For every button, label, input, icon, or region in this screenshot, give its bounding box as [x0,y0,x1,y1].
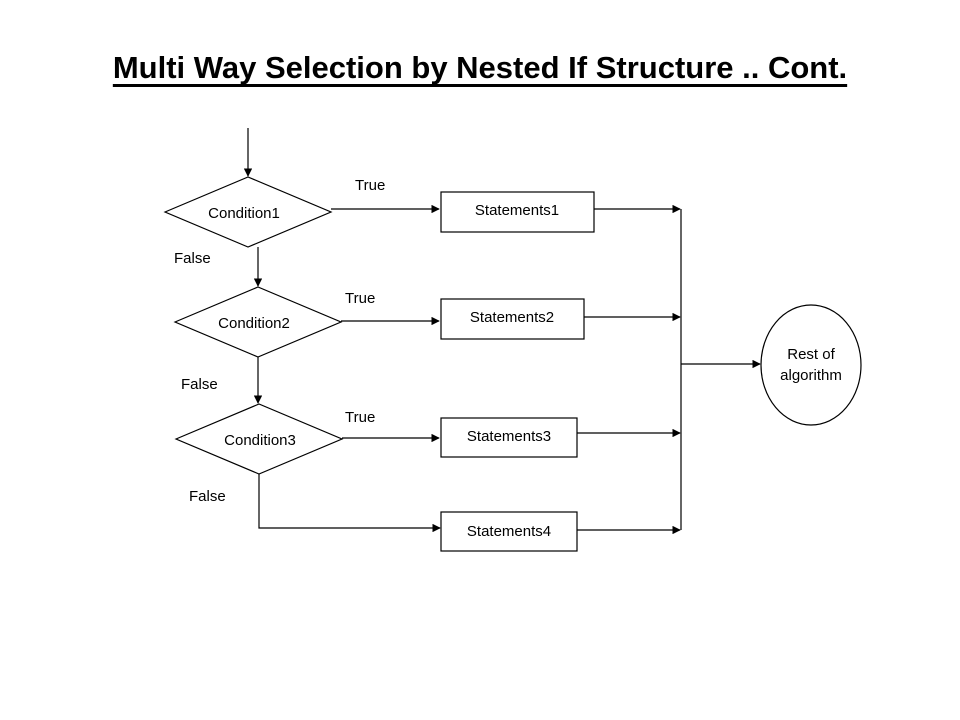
slide-title-text: Multi Way Selection by Nested If Structu… [112,50,848,85]
true-label-1: True [355,177,385,194]
false-label-2: False [181,376,218,393]
false-label-1: False [174,250,211,267]
statements4-box [440,511,578,552]
true-label-3: True [345,409,375,426]
statements1-box [440,191,595,233]
false-label-3: False [189,488,226,505]
condition1-diamond [163,176,333,248]
condition1-label: Condition1 [208,205,280,222]
end-label-line2: algorithm [780,367,842,384]
false-arrow-3 [258,474,441,533]
slide-title: Multi Way Selection by Nested If Structu… [0,50,960,86]
end-label-line1: Rest of [787,346,835,363]
statements3-label: Statements3 [467,428,551,445]
condition2-label: Condition2 [218,315,290,332]
statements4-label: Statements4 [467,523,551,540]
statements1-label: Statements1 [475,202,559,219]
condition3-diamond [174,403,344,475]
condition3-label: Condition3 [224,432,296,449]
rest-of-algorithm-node [760,304,862,426]
statements3-box [440,417,578,458]
true-label-2: True [345,290,375,307]
statements2-label: Statements2 [470,309,554,326]
statements2-box [440,298,585,340]
condition2-diamond [173,286,343,358]
